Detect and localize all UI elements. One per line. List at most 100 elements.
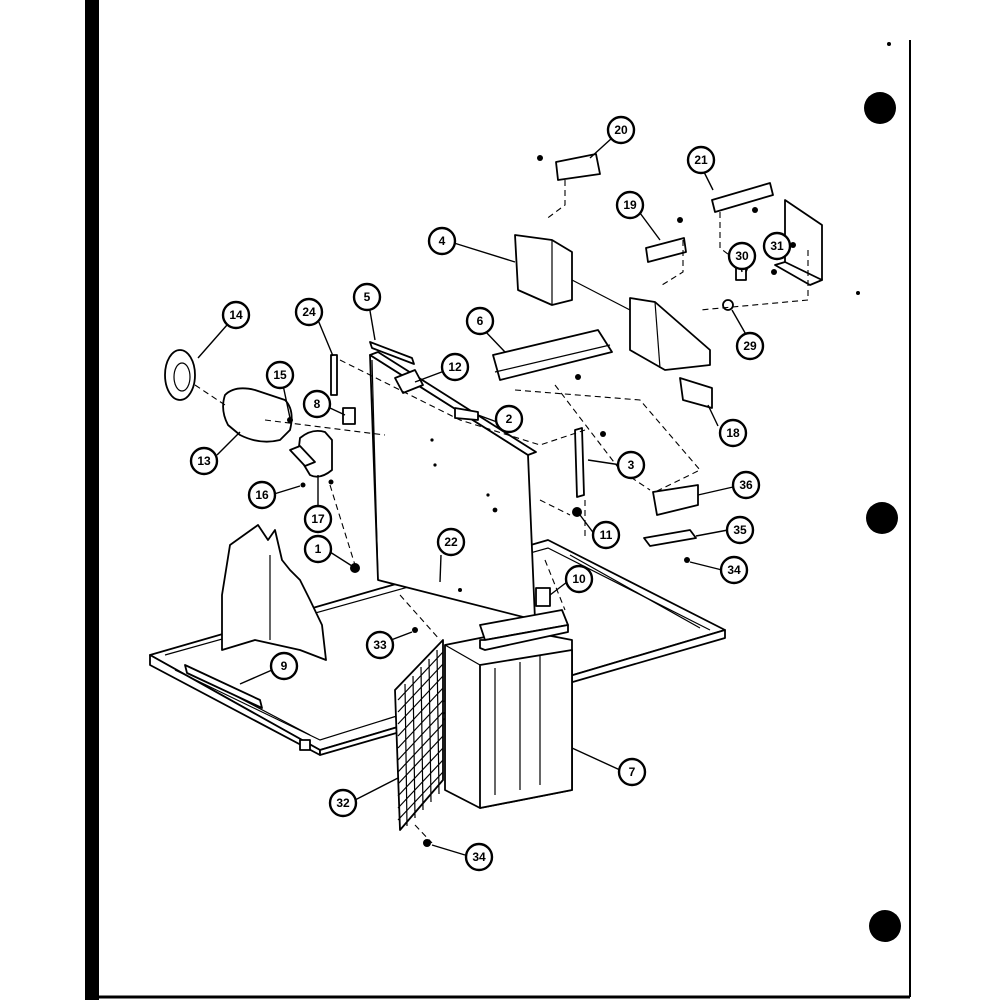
callout-18: 18 bbox=[718, 418, 748, 448]
left-baffle bbox=[221, 524, 327, 661]
mesh-screen bbox=[394, 639, 444, 831]
callout-2: 2 bbox=[494, 404, 524, 434]
svg-text:4: 4 bbox=[439, 234, 446, 248]
svg-text:32: 32 bbox=[336, 796, 350, 810]
callout-17: 17 bbox=[303, 504, 333, 534]
callout-6: 6 bbox=[465, 306, 495, 336]
bracket-3 bbox=[574, 427, 585, 498]
svg-text:6: 6 bbox=[477, 314, 484, 328]
callout-1: 1 bbox=[303, 534, 333, 564]
callout-15: 15 bbox=[265, 360, 295, 390]
callout-30: 30 bbox=[727, 241, 757, 271]
bracket-35 bbox=[643, 529, 697, 547]
clip-12 bbox=[394, 369, 424, 394]
callout-34-right: 34 bbox=[719, 555, 749, 585]
callout-3: 3 bbox=[616, 450, 646, 480]
binder-hole-middle bbox=[866, 502, 898, 534]
callout-34-bottom: 34 bbox=[464, 842, 494, 872]
svg-text:34: 34 bbox=[727, 563, 741, 577]
motor-13 bbox=[222, 387, 293, 443]
svg-text:29: 29 bbox=[743, 339, 757, 353]
callout-20: 20 bbox=[606, 115, 636, 145]
svg-text:15: 15 bbox=[273, 368, 287, 382]
callout-group: 20 21 19 4 30 31 29 14 24 5 6 12 15 8 2 … bbox=[189, 115, 792, 872]
callout-33: 33 bbox=[365, 630, 395, 660]
speck bbox=[856, 291, 860, 295]
part-21 bbox=[711, 182, 774, 213]
callout-7: 7 bbox=[617, 757, 647, 787]
svg-text:18: 18 bbox=[726, 426, 740, 440]
part-19 bbox=[645, 237, 687, 263]
svg-text:16: 16 bbox=[255, 488, 269, 502]
part-29-washer bbox=[722, 299, 734, 311]
svg-text:33: 33 bbox=[373, 638, 387, 652]
bracket-24 bbox=[330, 354, 338, 396]
left-border-bar bbox=[85, 0, 99, 1000]
svg-text:3: 3 bbox=[628, 458, 635, 472]
callout-14: 14 bbox=[221, 300, 251, 330]
binder-hole-bottom bbox=[869, 910, 901, 942]
callout-11: 11 bbox=[591, 520, 621, 550]
strip-5 bbox=[369, 341, 415, 365]
leader-lines bbox=[197, 137, 755, 856]
callout-35: 35 bbox=[725, 515, 755, 545]
svg-text:35: 35 bbox=[733, 523, 747, 537]
svg-text:30: 30 bbox=[735, 249, 749, 263]
bracket-36 bbox=[652, 484, 699, 516]
assembly-lines bbox=[194, 180, 809, 844]
part-10-clip bbox=[535, 587, 551, 607]
svg-text:7: 7 bbox=[629, 765, 636, 779]
clip-8 bbox=[342, 407, 356, 425]
callout-16: 16 bbox=[247, 480, 277, 510]
callout-32: 32 bbox=[328, 788, 358, 818]
binder-hole-top bbox=[864, 92, 896, 124]
svg-text:13: 13 bbox=[197, 454, 211, 468]
callout-19: 19 bbox=[615, 190, 645, 220]
part-20 bbox=[555, 153, 601, 181]
svg-text:22: 22 bbox=[444, 535, 458, 549]
svg-text:21: 21 bbox=[694, 153, 708, 167]
control-box bbox=[514, 234, 711, 371]
svg-text:2: 2 bbox=[506, 412, 513, 426]
bracket-6 bbox=[492, 329, 613, 381]
fasteners bbox=[287, 155, 796, 847]
svg-text:31: 31 bbox=[770, 239, 784, 253]
svg-text:14: 14 bbox=[229, 308, 243, 322]
svg-text:1: 1 bbox=[315, 542, 322, 556]
center-partition bbox=[369, 351, 537, 621]
svg-text:24: 24 bbox=[302, 305, 316, 319]
svg-text:34: 34 bbox=[472, 850, 486, 864]
callout-24: 24 bbox=[294, 297, 324, 327]
svg-text:9: 9 bbox=[281, 659, 288, 673]
svg-text:20: 20 bbox=[614, 123, 628, 137]
base-rail bbox=[184, 664, 263, 709]
bracket-2 bbox=[454, 407, 479, 421]
callout-8: 8 bbox=[302, 389, 332, 419]
svg-text:10: 10 bbox=[572, 572, 586, 586]
callout-22: 22 bbox=[436, 527, 466, 557]
part-18 bbox=[679, 377, 713, 409]
svg-text:17: 17 bbox=[311, 512, 325, 526]
svg-text:36: 36 bbox=[739, 478, 753, 492]
svg-text:19: 19 bbox=[623, 198, 637, 212]
callout-31: 31 bbox=[762, 231, 792, 261]
callout-21: 21 bbox=[686, 145, 716, 175]
svg-text:5: 5 bbox=[364, 290, 371, 304]
callout-12: 12 bbox=[440, 352, 470, 382]
callout-36: 36 bbox=[731, 470, 761, 500]
callout-29: 29 bbox=[735, 331, 765, 361]
svg-text:8: 8 bbox=[314, 397, 321, 411]
right-panel bbox=[774, 199, 823, 286]
svg-text:11: 11 bbox=[600, 528, 613, 542]
shroud-assembly bbox=[444, 609, 573, 809]
speck bbox=[887, 42, 891, 46]
callout-5: 5 bbox=[352, 282, 382, 312]
callout-10: 10 bbox=[564, 564, 594, 594]
callout-4: 4 bbox=[427, 226, 457, 256]
callout-13: 13 bbox=[189, 446, 219, 476]
fan-orifice-14 bbox=[164, 349, 196, 401]
mount-bracket-17 bbox=[289, 429, 333, 478]
callout-9: 9 bbox=[269, 651, 299, 681]
